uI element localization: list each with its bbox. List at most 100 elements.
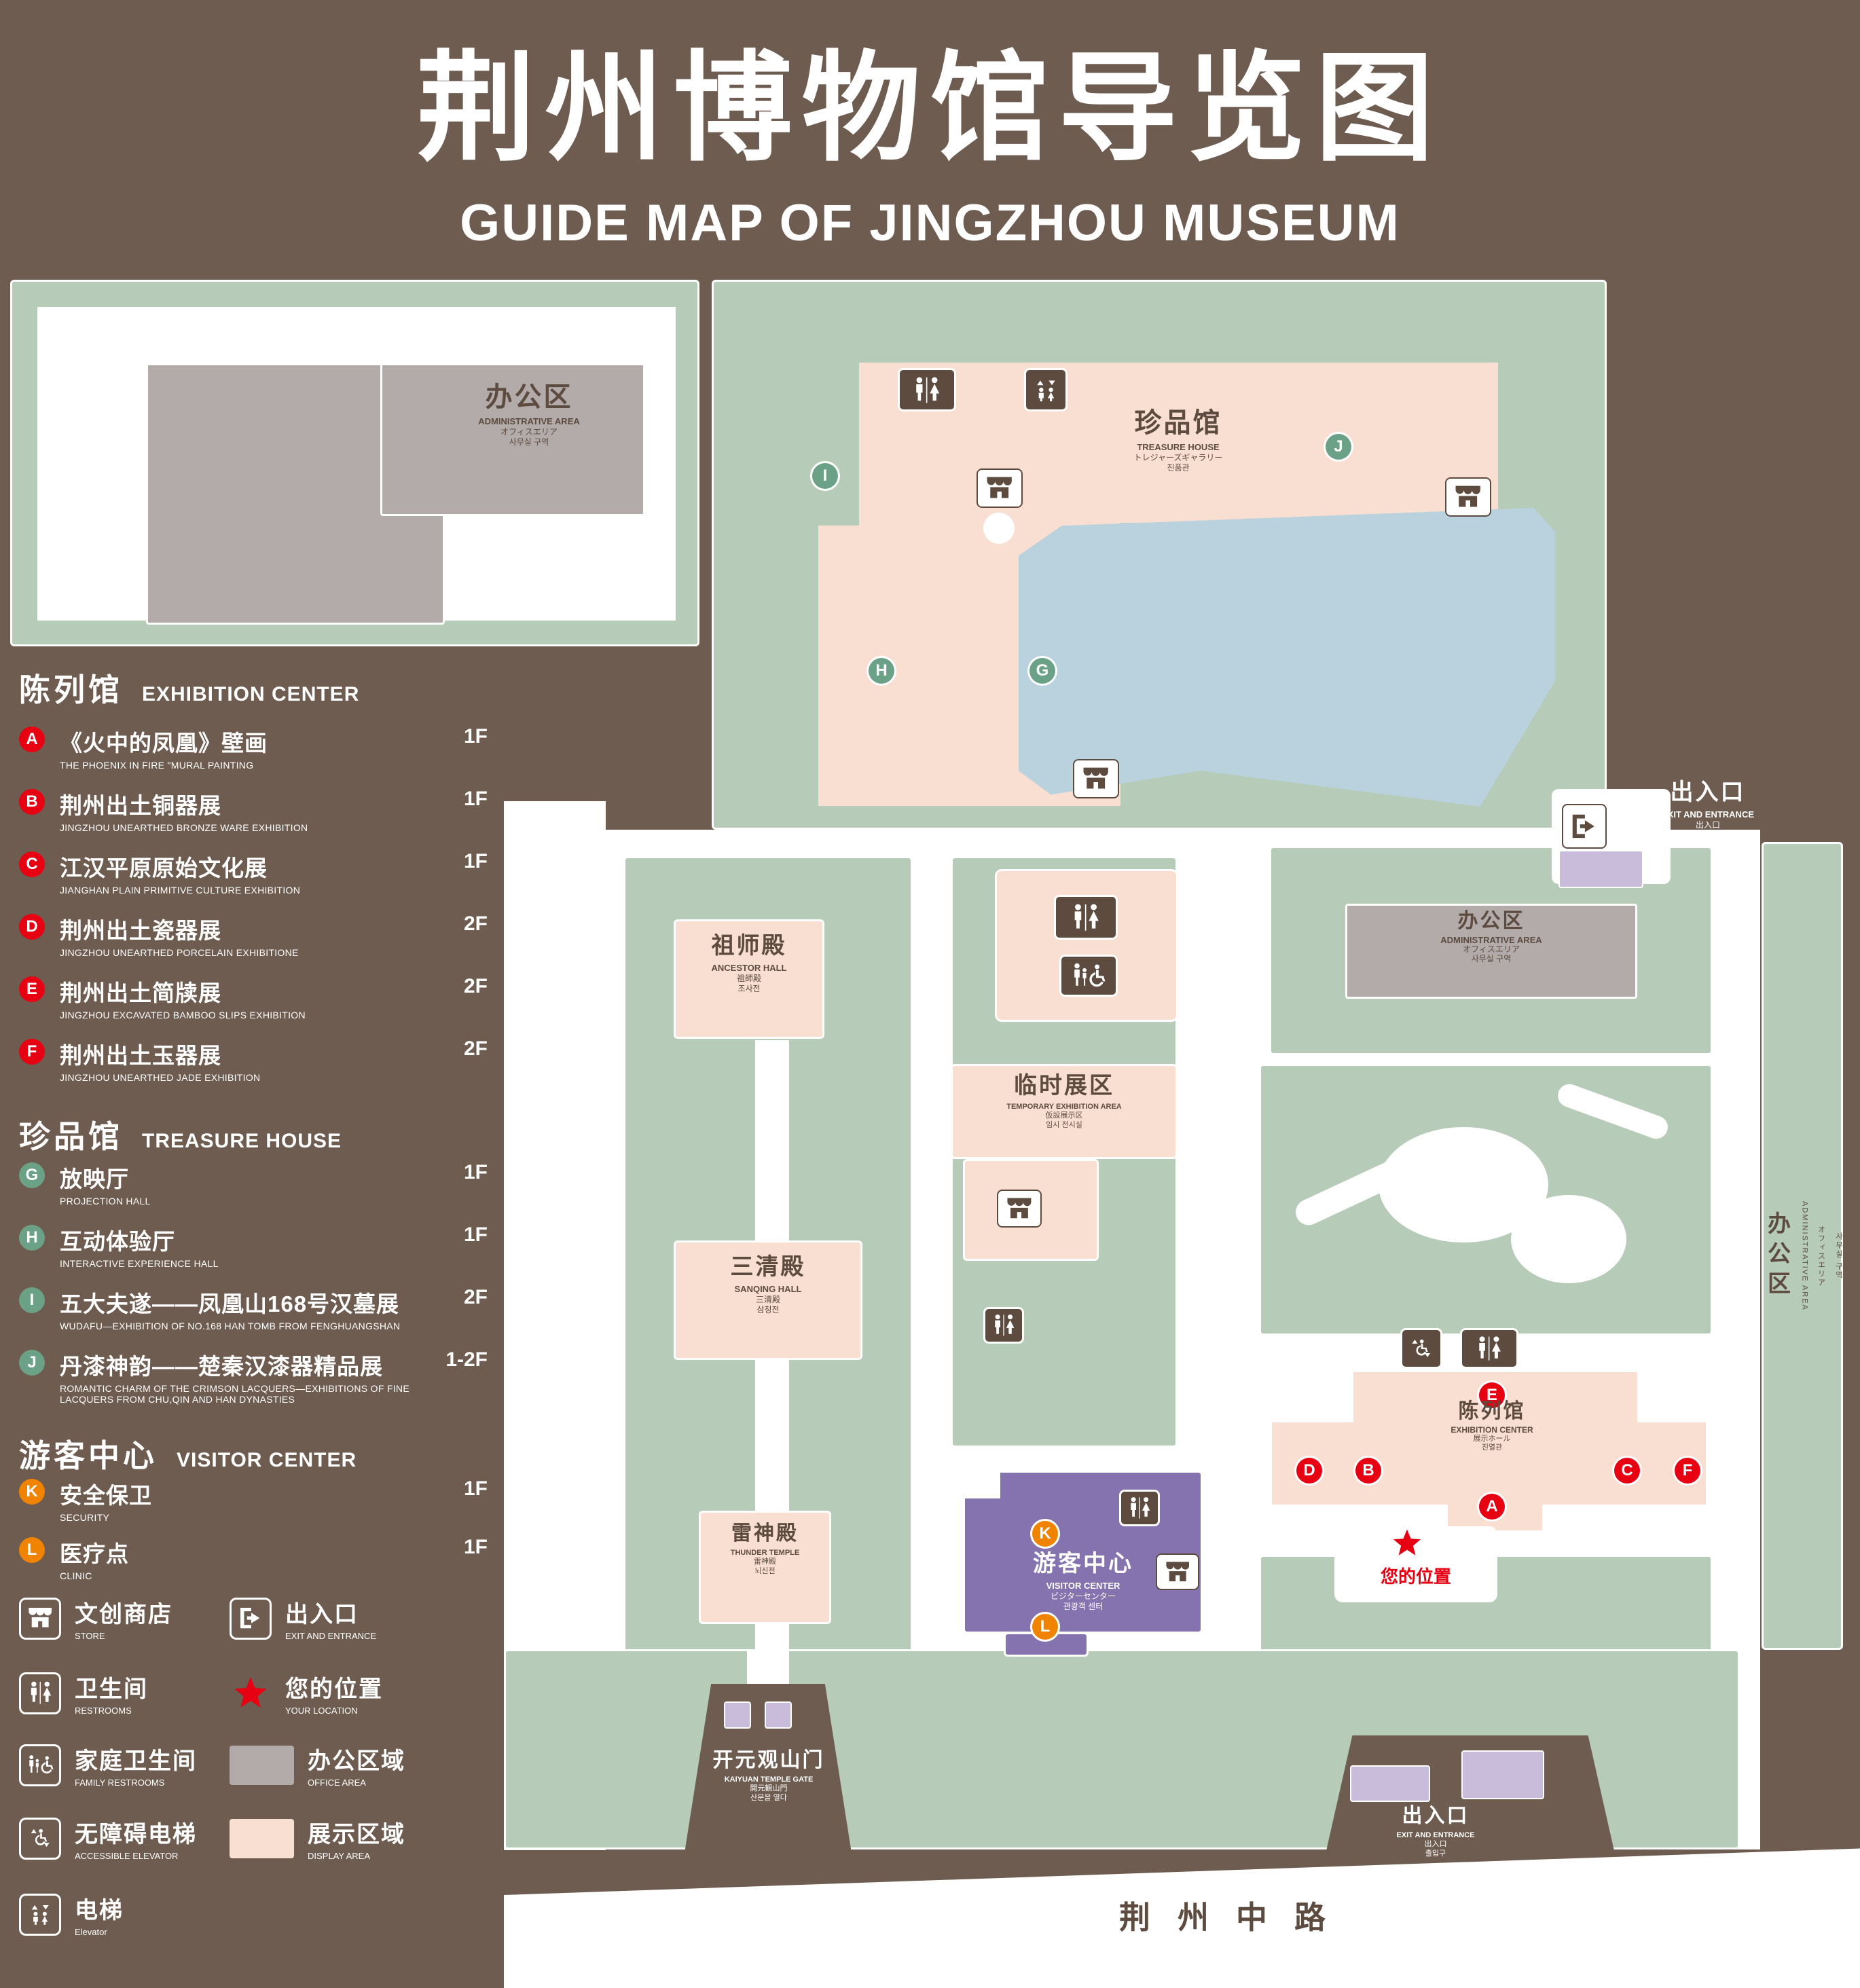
restroom-icon [1054, 895, 1118, 940]
map-marker-J: J [1326, 434, 1351, 460]
legend-symbol-store: 文创商店 STORE [19, 1596, 172, 1641]
marker-C: C [19, 851, 45, 877]
building-temporary-exhibition [951, 1064, 1178, 1159]
visitor-notch [961, 1469, 1000, 1498]
legend-section-exhibition-center: 陈列馆 EXHIBITION CENTER [19, 672, 360, 707]
map-marker-B: B [1355, 1458, 1381, 1484]
map-marker-I: I [812, 463, 838, 489]
label-exhibition-center: 陈列馆 EXHIBITION CENTER 展示ホール 진열관 [1451, 1400, 1533, 1452]
legend-item-D: D 荆州出土瓷器展 JINGZHOU UNEARTHED PORCELAIN E… [19, 913, 488, 958]
restroom-icon [19, 1672, 61, 1714]
office-area-swatch [230, 1745, 294, 1785]
map-marker-G: G [1029, 658, 1055, 684]
map-marker-D: D [1296, 1458, 1322, 1484]
label-ancestor-hall: 祖师殿 ANCESTOR HALL 祖師殿 조사전 [711, 933, 787, 993]
marker-L: L [19, 1537, 45, 1563]
legend-symbol-family-restrooms: 家庭卫生间 FAMILY RESTROOMS [19, 1742, 197, 1788]
store-icon [977, 468, 1023, 508]
garden-pond-2 [1511, 1195, 1626, 1283]
label-sanqing-hall: 三清殿 SANQING HALL 三清殿 삼청전 [730, 1254, 806, 1314]
title-block: 荆州博物馆导览图 GUIDE MAP OF JINGZHOU MUSEUM [0, 12, 1860, 253]
label-exit-right: 出入口 EXIT AND ENTRANCE 出入口 출입구 [1661, 779, 1755, 840]
marker-D: D [19, 914, 45, 940]
marker-F: F [19, 1039, 45, 1065]
label-temporary-exhibition: 临时展区 TEMPORARY EXHIBITION AREA 仮設展示区 임시 … [1006, 1073, 1122, 1129]
legend-item-K: K 安全保卫 SECURITY 1F [19, 1477, 488, 1523]
map-marker-L: L [1032, 1614, 1058, 1640]
label-admin-mid: 办公区 ADMINISTRATIVE AREA オフィスエリア 사무실 구역 [1440, 910, 1542, 964]
map-marker-A: A [1479, 1494, 1505, 1520]
legend-symbol-exit: 出入口 EXIT AND ENTRANCE [230, 1596, 376, 1641]
restroom-icon [983, 1307, 1024, 1344]
legend-item-L: L 医疗点 CLINIC 1F [19, 1536, 488, 1581]
legend-item-B: B 荆州出土铜器展 JINGZHOU UNEARTHED BRONZE WARE… [19, 788, 488, 833]
elevator-icon [1024, 368, 1068, 411]
map-marker-H: H [869, 658, 894, 684]
elevator-icon [19, 1893, 61, 1936]
legend-item-G: G 放映厅 PROJECTION HALL 1F [19, 1161, 488, 1207]
store-icon [19, 1597, 61, 1640]
marker-I: I [19, 1287, 45, 1313]
map-marker-F: F [1675, 1458, 1700, 1484]
building-restro-pod [995, 869, 1178, 1022]
marker-K: K [19, 1479, 45, 1505]
building-sanqing-hall [674, 1240, 862, 1360]
legend-symbol-office-area: 办公区域 OFFICE AREA [230, 1742, 405, 1788]
exit-bottom-gate-2 [1461, 1750, 1544, 1799]
legend-symbol-accessible-elevator: 无障碍电梯 ACCESSIBLE ELEVATOR [19, 1816, 197, 1861]
location-star-icon [230, 1672, 272, 1714]
your-location-label: 您的位置 [1380, 1566, 1451, 1587]
page-subtitle: GUIDE MAP OF JINGZHOU MUSEUM [460, 194, 1400, 252]
legend-item-A: A 《火中的凤凰》壁画 THE PHOENIX IN FIRE "MURAL P… [19, 725, 488, 771]
family-restroom-icon [19, 1744, 61, 1786]
exit-icon [230, 1597, 272, 1640]
marker-B: B [19, 789, 45, 815]
legend-symbol-restrooms: 卫生间 RESTROOMS [19, 1670, 148, 1716]
marker-H: H [19, 1225, 45, 1251]
legend-item-H: H 互动体验厅 INTERACTIVE EXPERIENCE HALL 1F [19, 1223, 488, 1269]
accessible-elevator-icon [19, 1817, 61, 1860]
legend-item-E: E 荆州出土简牍展 JINGZHOU EXCAVATED BAMBOO SLIP… [19, 975, 488, 1020]
road-label: 荆州中路 [1119, 1900, 1353, 1935]
building-admin-top-b [380, 363, 645, 516]
store-icon [1445, 477, 1491, 517]
water-pond [1019, 508, 1555, 807]
label-kaiyuan-gate: 开元观山门 KAIYUAN TEMPLE GATE 開元観山門 산문을 열다 [712, 1749, 825, 1802]
building-ancestor-hall [674, 919, 824, 1039]
marker-A: A [19, 726, 45, 752]
map-marker-E: E [1479, 1382, 1505, 1408]
gate-door-2 [765, 1701, 792, 1729]
gate-door-1 [724, 1701, 751, 1729]
label-visitor-center: 游客中心 VISITOR CENTER ビジターセンター 관광객 센터 [1033, 1551, 1133, 1611]
treasure-notch [983, 513, 1015, 544]
legend-section-treasure-house: 珍品馆 TREASURE HOUSE [19, 1119, 342, 1154]
store-icon [997, 1190, 1042, 1228]
legend-symbol-display-area: 展示区域 DISPLAY AREA [230, 1816, 405, 1861]
legend-item-J: J 丹漆神韵——楚秦汉漆器精品展 ROMANTIC CHARM OF THE C… [19, 1348, 488, 1405]
store-icon [1073, 759, 1119, 798]
accessible-elevator-icon [1400, 1328, 1442, 1369]
label-exit-bottom: 出入口 EXIT AND ENTRANCE 出入口 출입구 [1396, 1805, 1475, 1858]
label-thunder-temple: 雷神殿 THUNDER TEMPLE 雷神殿 뇌신전 [730, 1522, 800, 1575]
landscape-right-strip [1762, 842, 1843, 1650]
store-icon [1156, 1553, 1199, 1590]
legend-symbol-elevator: 电梯 Elevator [19, 1892, 124, 1937]
legend-item-I: I 五大夫遂——凤凰山168号汉墓展 WUDAFU—EXHIBITION OF … [19, 1286, 488, 1331]
legend-item-C: C 江汉平原原始文化展 JIANGHAN PLAIN PRIMITIVE CUL… [19, 850, 488, 896]
location-pocket [1334, 1526, 1497, 1602]
exit-right-gate [1558, 850, 1643, 888]
label-admin-right-strip: 办公区 ADMINISTRATIVE AREA オフィスエリア 사무실 구역 [1764, 1201, 1843, 1311]
page-title: 荆州博物馆导览图 [416, 43, 1444, 175]
restroom-icon [1119, 1490, 1160, 1526]
legend-symbol-your-location: 您的位置 YOUR LOCATION [230, 1670, 383, 1716]
label-admin-top: 办公区 ADMINISTRATIVE AREA オフィスエリア 사무실 구역 [478, 382, 580, 447]
map-marker-C: C [1614, 1458, 1640, 1484]
restroom-icon [898, 368, 956, 411]
family-restroom-icon [1059, 955, 1118, 997]
legend-item-F: F 荆州出土玉器展 JINGZHOU UNEARTHED JADE EXHIBI… [19, 1037, 488, 1083]
display-area-swatch [230, 1818, 294, 1858]
marker-E: E [19, 976, 45, 1002]
restroom-icon [1460, 1328, 1518, 1369]
building-thunder-temple [699, 1511, 831, 1624]
